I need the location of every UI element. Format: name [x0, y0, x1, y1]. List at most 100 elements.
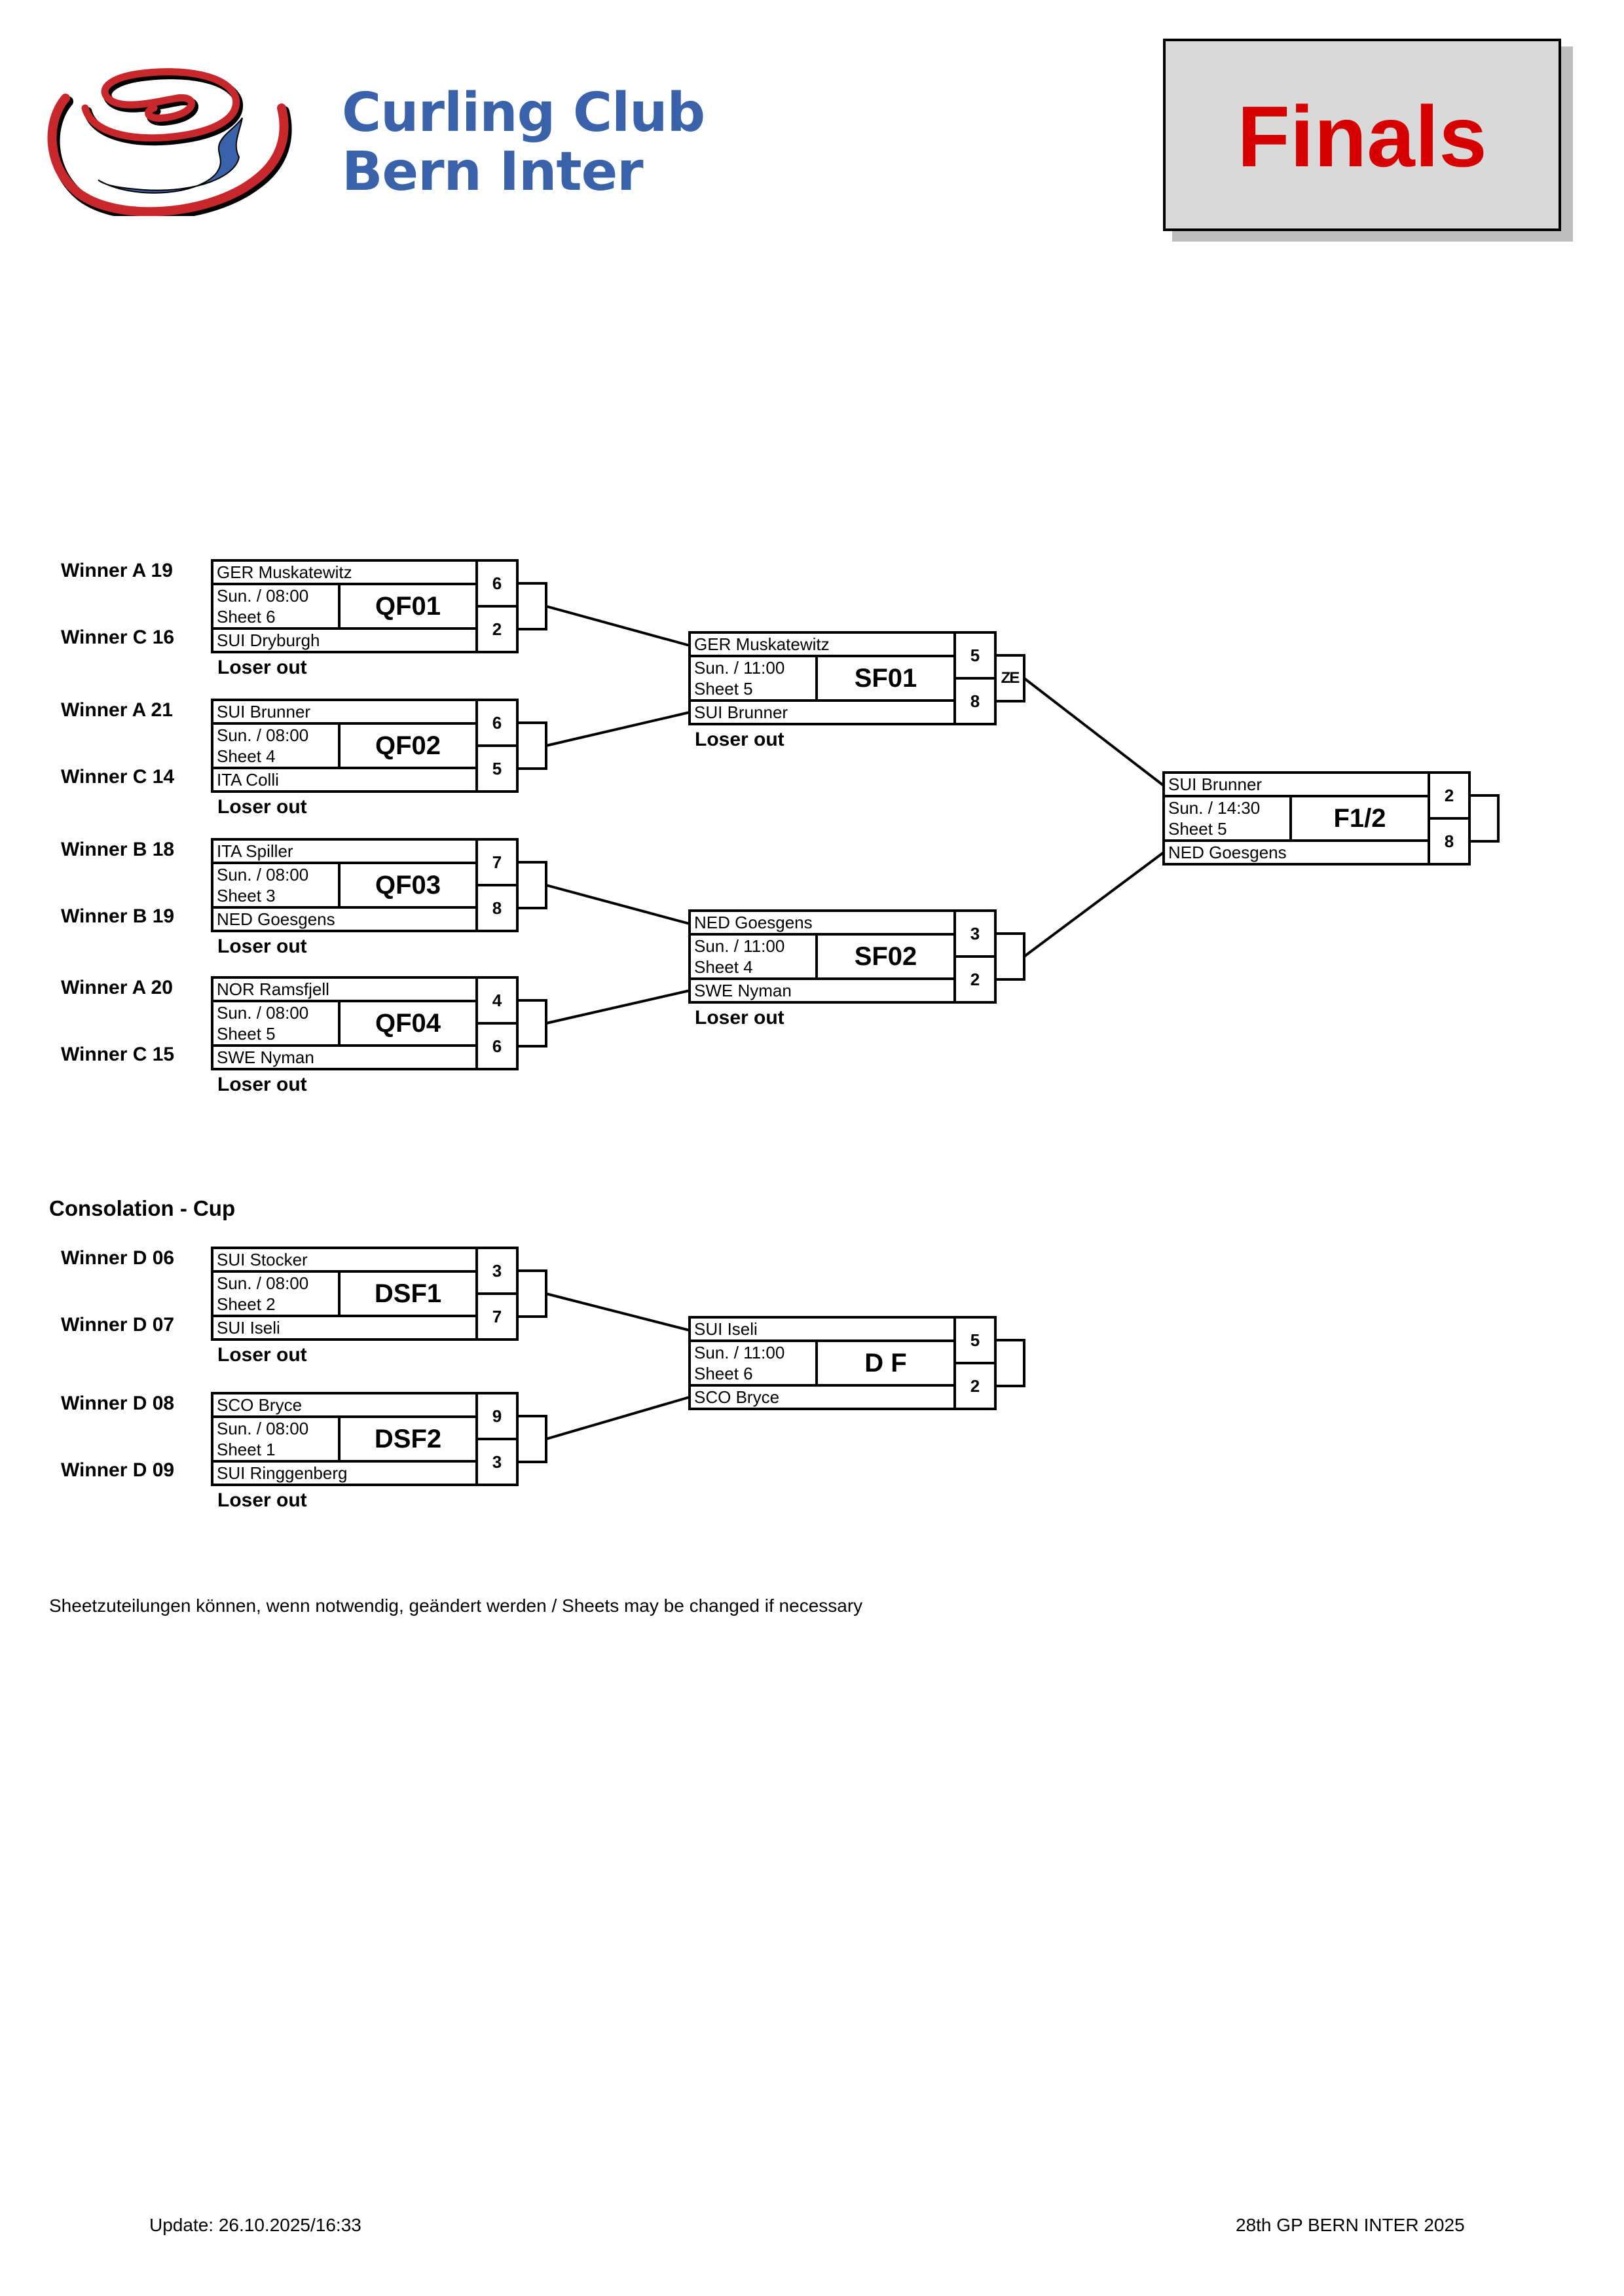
match-sheet: Sheet 4	[217, 746, 276, 766]
loser-out-label: Loser out	[695, 1007, 784, 1029]
club-name-line1: Curling Club	[342, 82, 705, 144]
match-sheet: Sheet 6	[217, 607, 276, 627]
score-top: 4	[492, 991, 502, 1010]
team-name-top: NOR Ramsfjell	[217, 979, 329, 999]
score-top: 3	[970, 924, 980, 943]
club-name-line2: Bern Inter	[342, 141, 644, 203]
team-name-bottom: NED Goesgens	[217, 909, 335, 929]
result-box	[516, 1415, 547, 1463]
team-name-bottom: SWE Nyman	[217, 1048, 314, 1067]
score-bottom: 2	[492, 619, 502, 639]
match-code: SF02	[854, 942, 917, 971]
connector-line	[545, 1396, 690, 1440]
match-time: Sun. / 08:00	[217, 586, 309, 606]
connector-line	[545, 989, 690, 1025]
score-bottom: 8	[492, 898, 502, 918]
match-sheet: Sheet 4	[694, 957, 753, 977]
match-time: Sun. / 14:30	[1168, 798, 1261, 818]
team-name-top: ITA Spiller	[217, 841, 293, 861]
source-label-top: Winner D 08	[61, 1393, 175, 1414]
score-bottom: 2	[970, 1376, 980, 1396]
event-name: 28th GP BERN INTER 2025	[1236, 2215, 1465, 2235]
source-label-bottom: Winner C 16	[61, 627, 175, 648]
connector-line	[1023, 677, 1165, 787]
source-label-bottom: Winner C 14	[61, 766, 175, 788]
team-name-bottom: SWE Nyman	[694, 981, 792, 1000]
loser-out-label: Loser out	[217, 1344, 307, 1366]
match-sheet: Sheet 3	[217, 886, 276, 905]
source-label-top: Winner A 19	[61, 560, 173, 581]
page-title: Finals	[1237, 88, 1487, 185]
consolation-title: Consolation - Cup	[49, 1196, 236, 1220]
score-bottom: 8	[970, 691, 980, 711]
score-top: 5	[970, 1330, 980, 1350]
team-name-bottom: NED Goesgens	[1168, 843, 1287, 862]
connector-line	[545, 605, 690, 647]
match-code: QF01	[375, 592, 441, 621]
team-name-bottom: SCO Bryce	[694, 1387, 780, 1407]
team-name-top: SUI Brunner	[1168, 774, 1263, 794]
match-time: Sun. / 08:00	[217, 1003, 309, 1023]
sheet-change-note: Sheetzuteilungen können, wenn notwendig,…	[49, 1595, 863, 1616]
source-label-bottom: Winner D 09	[61, 1459, 175, 1481]
match-code: QF02	[375, 731, 441, 760]
match-time: Sun. / 08:00	[217, 725, 309, 745]
source-label-bottom: Winner C 15	[61, 1044, 175, 1065]
match-time: Sun. / 08:00	[217, 1419, 309, 1438]
score-bottom: 5	[492, 759, 502, 778]
match-code: QF04	[375, 1009, 441, 1038]
team-name-bottom: SUI Ringgenberg	[217, 1463, 348, 1483]
match-code: SF01	[854, 664, 917, 693]
match-time: Sun. / 11:00	[694, 658, 785, 678]
team-name-top: GER Muskatewitz	[694, 634, 830, 654]
match-sheet: Sheet 5	[217, 1024, 276, 1044]
team-name-top: GER Muskatewitz	[217, 562, 352, 582]
connector-line	[545, 1292, 690, 1332]
score-top: 7	[492, 852, 502, 872]
source-label-top: Winner A 21	[61, 699, 173, 721]
match-sheet: Sheet 1	[217, 1440, 276, 1459]
match-time: Sun. / 11:00	[694, 1343, 785, 1362]
score-bottom: 6	[492, 1036, 502, 1056]
match-sheet: Sheet 5	[694, 679, 753, 699]
team-name-top: SUI Stocker	[217, 1250, 308, 1269]
team-name-top: SCO Bryce	[217, 1395, 303, 1415]
match-sheet: Sheet 2	[217, 1294, 276, 1314]
team-name-bottom: ITA Colli	[217, 770, 279, 790]
source-label-bottom: Winner B 19	[61, 905, 175, 927]
match-code: DSF2	[374, 1425, 442, 1453]
match-time: Sun. / 08:00	[217, 1273, 309, 1293]
match-time: Sun. / 08:00	[217, 865, 309, 884]
curling-stone-logo-icon	[47, 68, 292, 216]
update-timestamp: Update: 26.10.2025/16:33	[149, 2215, 361, 2235]
result-box	[516, 1269, 547, 1318]
loser-out-label: Loser out	[217, 936, 307, 957]
result-box	[516, 861, 547, 909]
team-name-top: SUI Iseli	[694, 1319, 758, 1339]
score-top: 2	[1444, 786, 1454, 805]
loser-out-label: Loser out	[217, 796, 307, 818]
match-code: QF03	[375, 871, 441, 900]
score-bottom: 7	[492, 1307, 502, 1326]
score-top: 6	[492, 574, 502, 593]
score-bottom: 2	[970, 970, 980, 989]
match-code: F1/2	[1333, 804, 1386, 833]
loser-out-label: Loser out	[695, 729, 784, 750]
source-label-top: Winner D 06	[61, 1247, 175, 1269]
source-label-bottom: Winner D 07	[61, 1314, 175, 1336]
match-time: Sun. / 11:00	[694, 936, 785, 956]
score-top: 3	[492, 1261, 502, 1281]
connector-line	[545, 884, 690, 925]
team-name-top: SUI Brunner	[217, 702, 311, 721]
match-sheet: Sheet 6	[694, 1364, 753, 1383]
source-label-top: Winner B 18	[61, 839, 175, 860]
loser-out-label: Loser out	[217, 657, 307, 678]
score-bottom: 3	[492, 1452, 502, 1472]
team-name-bottom: SUI Iseli	[217, 1318, 280, 1338]
result-box	[516, 582, 547, 630]
score-bottom: 8	[1444, 831, 1454, 851]
match-sheet: Sheet 5	[1168, 819, 1227, 839]
team-name-bottom: SUI Dryburgh	[217, 630, 320, 650]
source-label-top: Winner A 20	[61, 977, 173, 998]
